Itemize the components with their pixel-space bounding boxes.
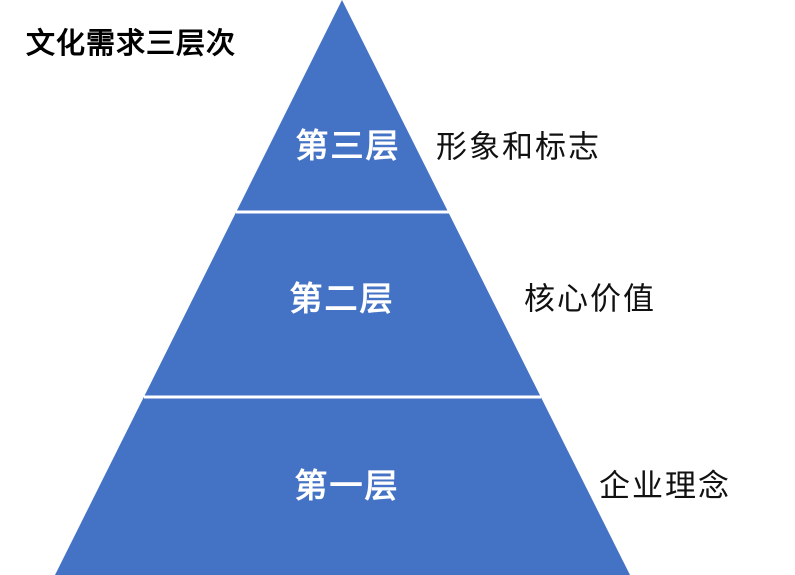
pyramid-layer-3-name: 第三层 [295,127,401,164]
pyramid-layer-1-name: 第一层 [294,467,400,504]
pyramid-layer-2-label: 核心价值 [524,281,656,317]
pyramid-layer-3-label: 形象和标志 [436,129,601,165]
page-title: 文化需求三层次 [26,28,237,60]
pyramid-layer-2-name: 第二层 [289,280,395,317]
pyramid-triangle [55,0,630,575]
pyramid-layer-1-label: 企业理念 [599,468,731,504]
